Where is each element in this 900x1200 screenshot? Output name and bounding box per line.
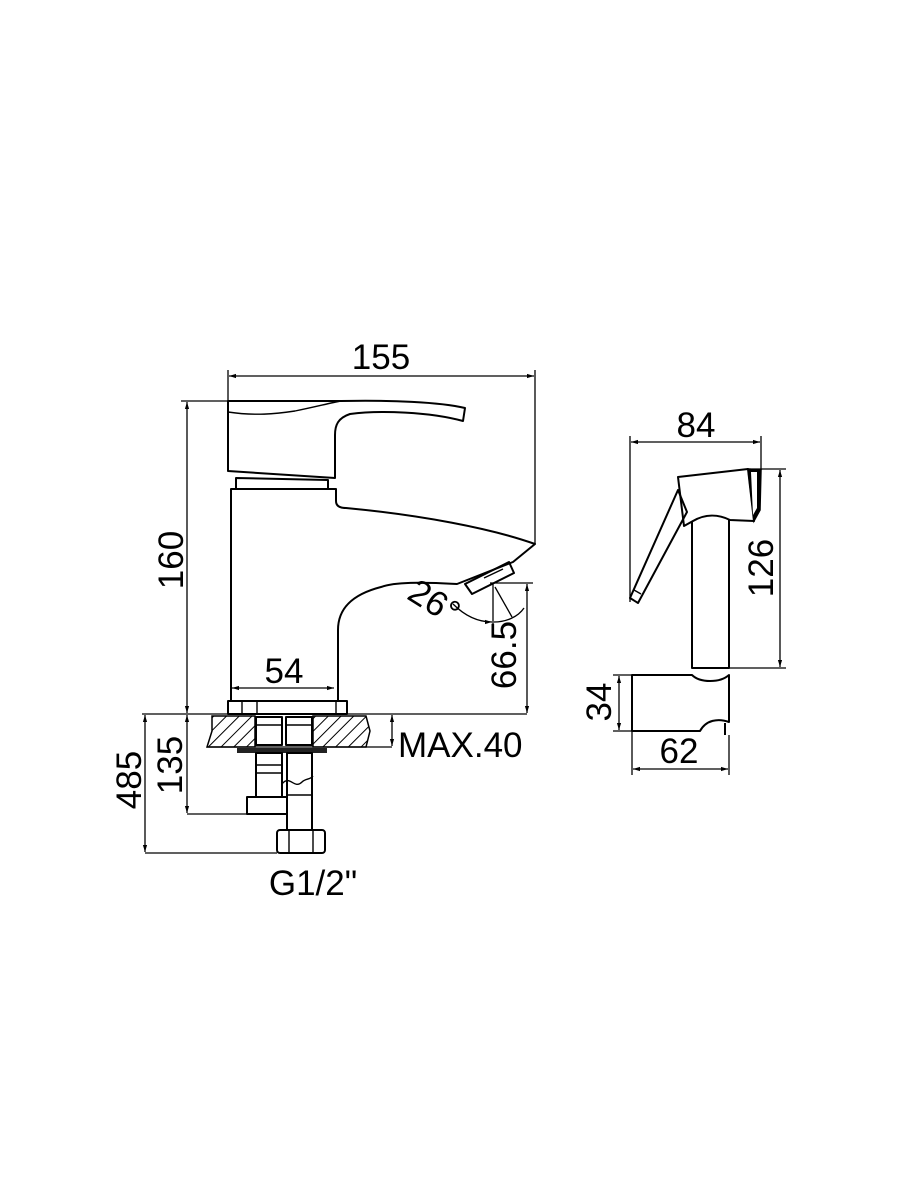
faucet-handle	[227, 399, 466, 479]
hand-shower: 84 126 34 62	[580, 406, 786, 775]
aerator-detail	[483, 568, 504, 579]
dim-faucet-width: 155	[352, 338, 410, 377]
hose-nut-left	[246, 796, 288, 815]
faucet-collar	[235, 477, 329, 488]
dim-holder-width: 62	[660, 732, 699, 771]
fixing-washer	[237, 748, 327, 753]
shower-head	[677, 468, 755, 527]
deck-section-left	[205, 715, 256, 748]
connection-nut	[276, 829, 326, 854]
dim-under-deck: 135	[151, 736, 190, 794]
fitting-right	[285, 716, 313, 746]
shower-holder	[631, 674, 730, 732]
basin-faucet: 155 160 54 66.5 26° MAX.40 135 485 G1/2"	[110, 338, 536, 903]
faucet-body	[230, 488, 536, 701]
dim-shower-height: 126	[742, 539, 781, 597]
dim-spout-angle: 26°	[401, 572, 467, 633]
dim-spout-height: 66.5	[485, 621, 524, 689]
dim-shower-width: 84	[677, 406, 716, 445]
dim-base-width: 54	[265, 652, 304, 691]
base-plate	[227, 700, 348, 715]
dim-holder-height: 34	[580, 683, 619, 722]
aerator	[464, 561, 515, 595]
deck-section-right	[312, 715, 371, 748]
shower-grip	[691, 520, 730, 669]
dim-hose-length: 485	[110, 751, 149, 809]
dim-faucet-height: 160	[152, 531, 191, 589]
hose-right	[286, 752, 313, 831]
break-symbol	[281, 775, 314, 785]
connection-size-label: G1/2"	[269, 864, 357, 903]
dim-deck-thickness: MAX.40	[398, 726, 523, 765]
hose-left	[255, 752, 283, 798]
handle-contour	[227, 400, 342, 415]
trigger-lever	[629, 489, 688, 604]
fitting-left	[255, 716, 283, 746]
